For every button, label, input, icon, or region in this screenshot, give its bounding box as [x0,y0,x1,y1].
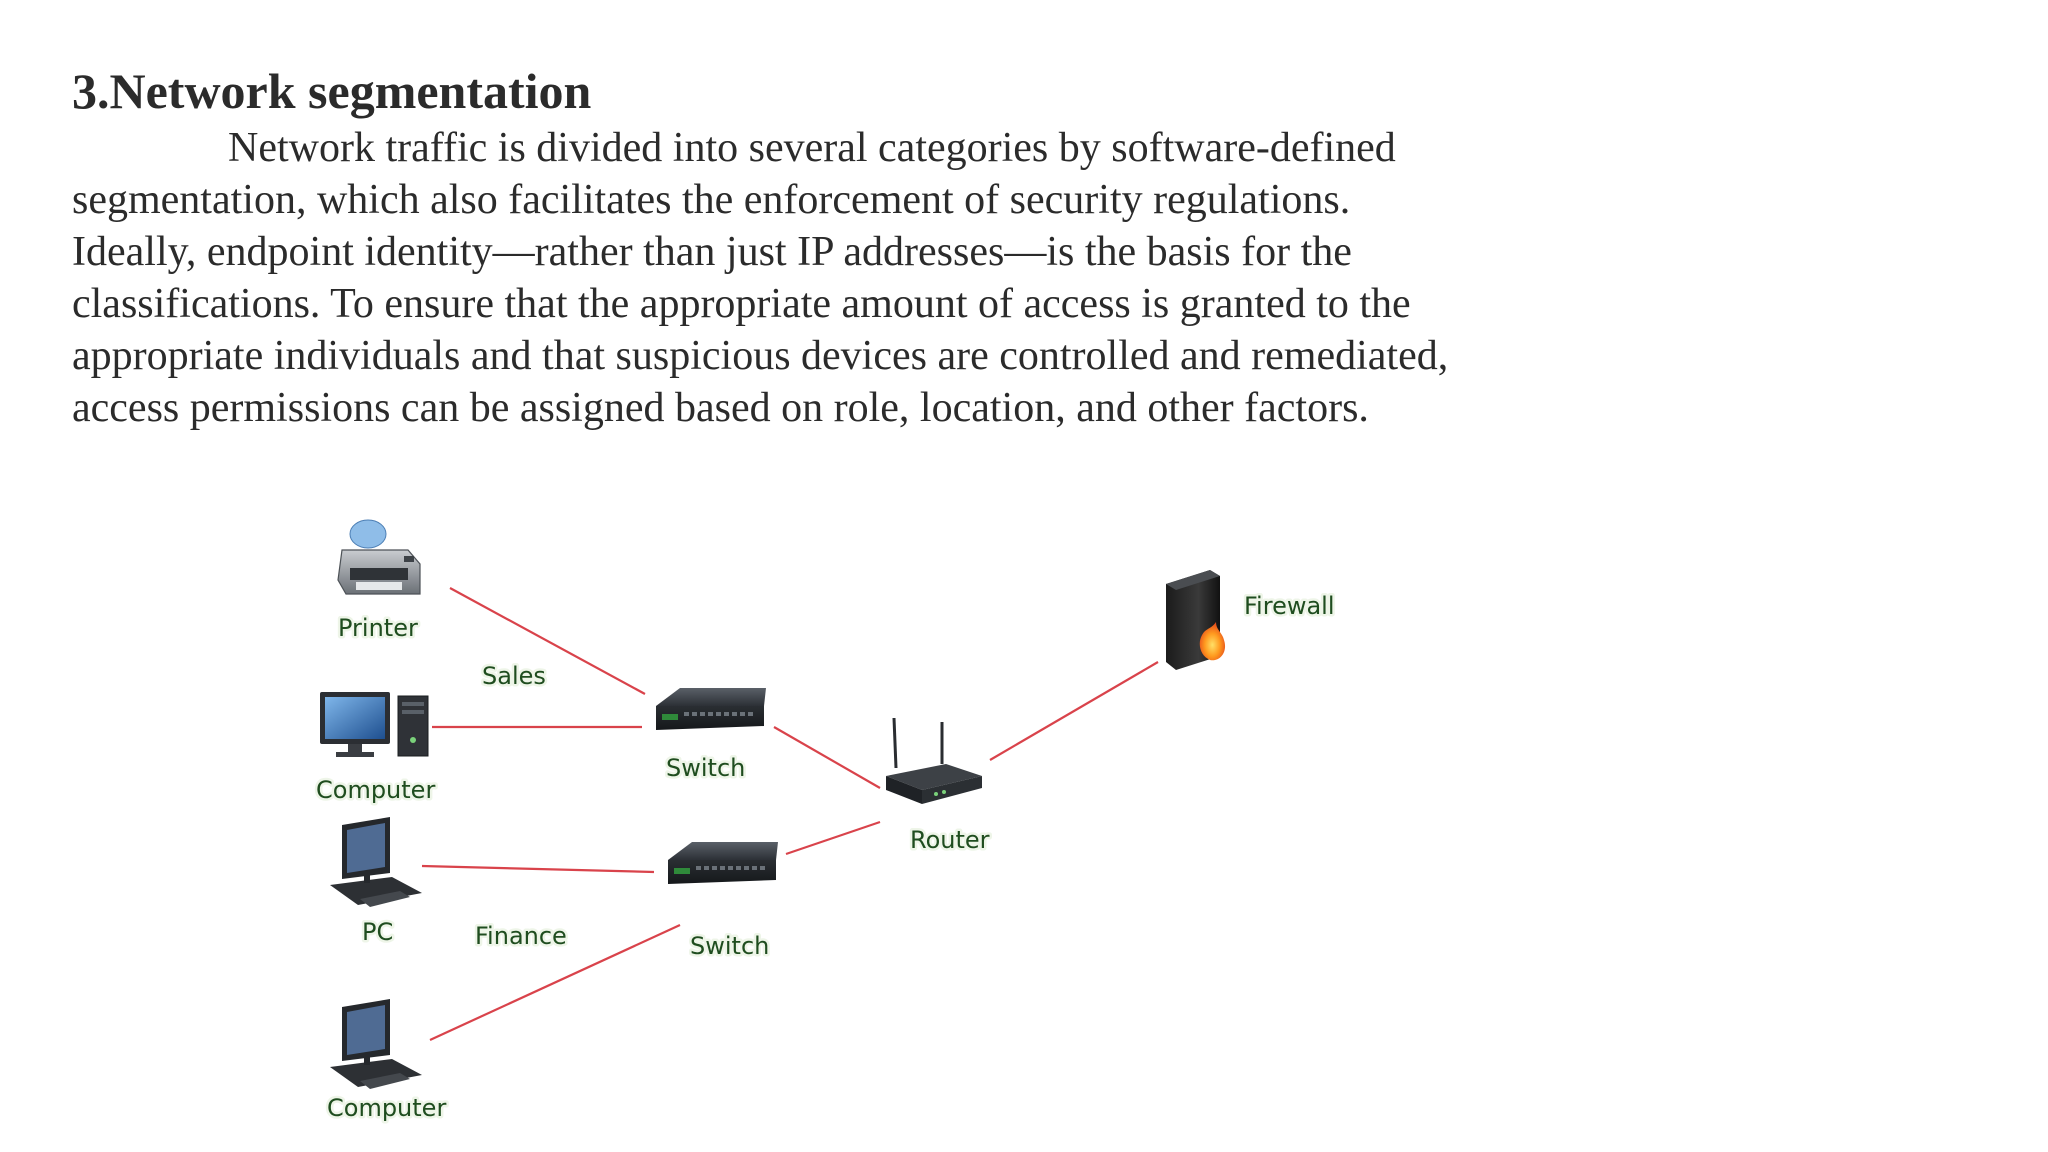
link-router-firewall [989,661,1159,761]
node-labels: Printer Computer PC Computer Switch Swit… [314,590,1338,1125]
paragraph-line: access permissions can be assigned based… [72,385,1369,431]
computer-label: Computer [316,776,435,804]
switch-label: Switch [666,754,745,782]
firewall-icon [1166,570,1226,670]
link-printer-switch [449,587,646,695]
computer-icon [320,692,429,757]
link-pc-switch [421,864,655,874]
paragraph-line: segmentation, which also facilitates the… [72,177,1351,223]
link-computer-switch-finance [429,924,681,1041]
router-label: Router [910,826,990,854]
segment-label-sales: Sales [482,662,546,690]
link-switch-router-finance [785,820,881,856]
switch-icon [668,842,778,884]
slide-heading: 3.Network segmentation [72,63,592,119]
paragraph-line: appropriate individuals and that suspici… [72,333,1449,379]
paragraph-line: classifications. To ensure that the appr… [72,281,1411,327]
segment-label-finance: Finance [475,922,567,950]
computer-label: Computer [327,1094,446,1122]
printer-label: Printer [338,614,418,642]
pc-icon [330,817,422,907]
firewall-label: Firewall [1244,592,1335,620]
pc-label: PC [362,918,393,946]
router-icon [886,717,982,804]
switch-label: Switch [690,932,769,960]
printer-icon [337,519,421,595]
paragraph-line: Ideally, endpoint identity—rather than j… [72,229,1352,275]
switch-icon [656,688,766,730]
network-links [421,587,1159,1041]
computer-icon [330,999,422,1089]
paragraph-line: Network traffic is divided into several … [228,125,1396,171]
slide-paragraph: Network traffic is divided into several … [72,122,1512,434]
link-switch-router [773,726,881,789]
